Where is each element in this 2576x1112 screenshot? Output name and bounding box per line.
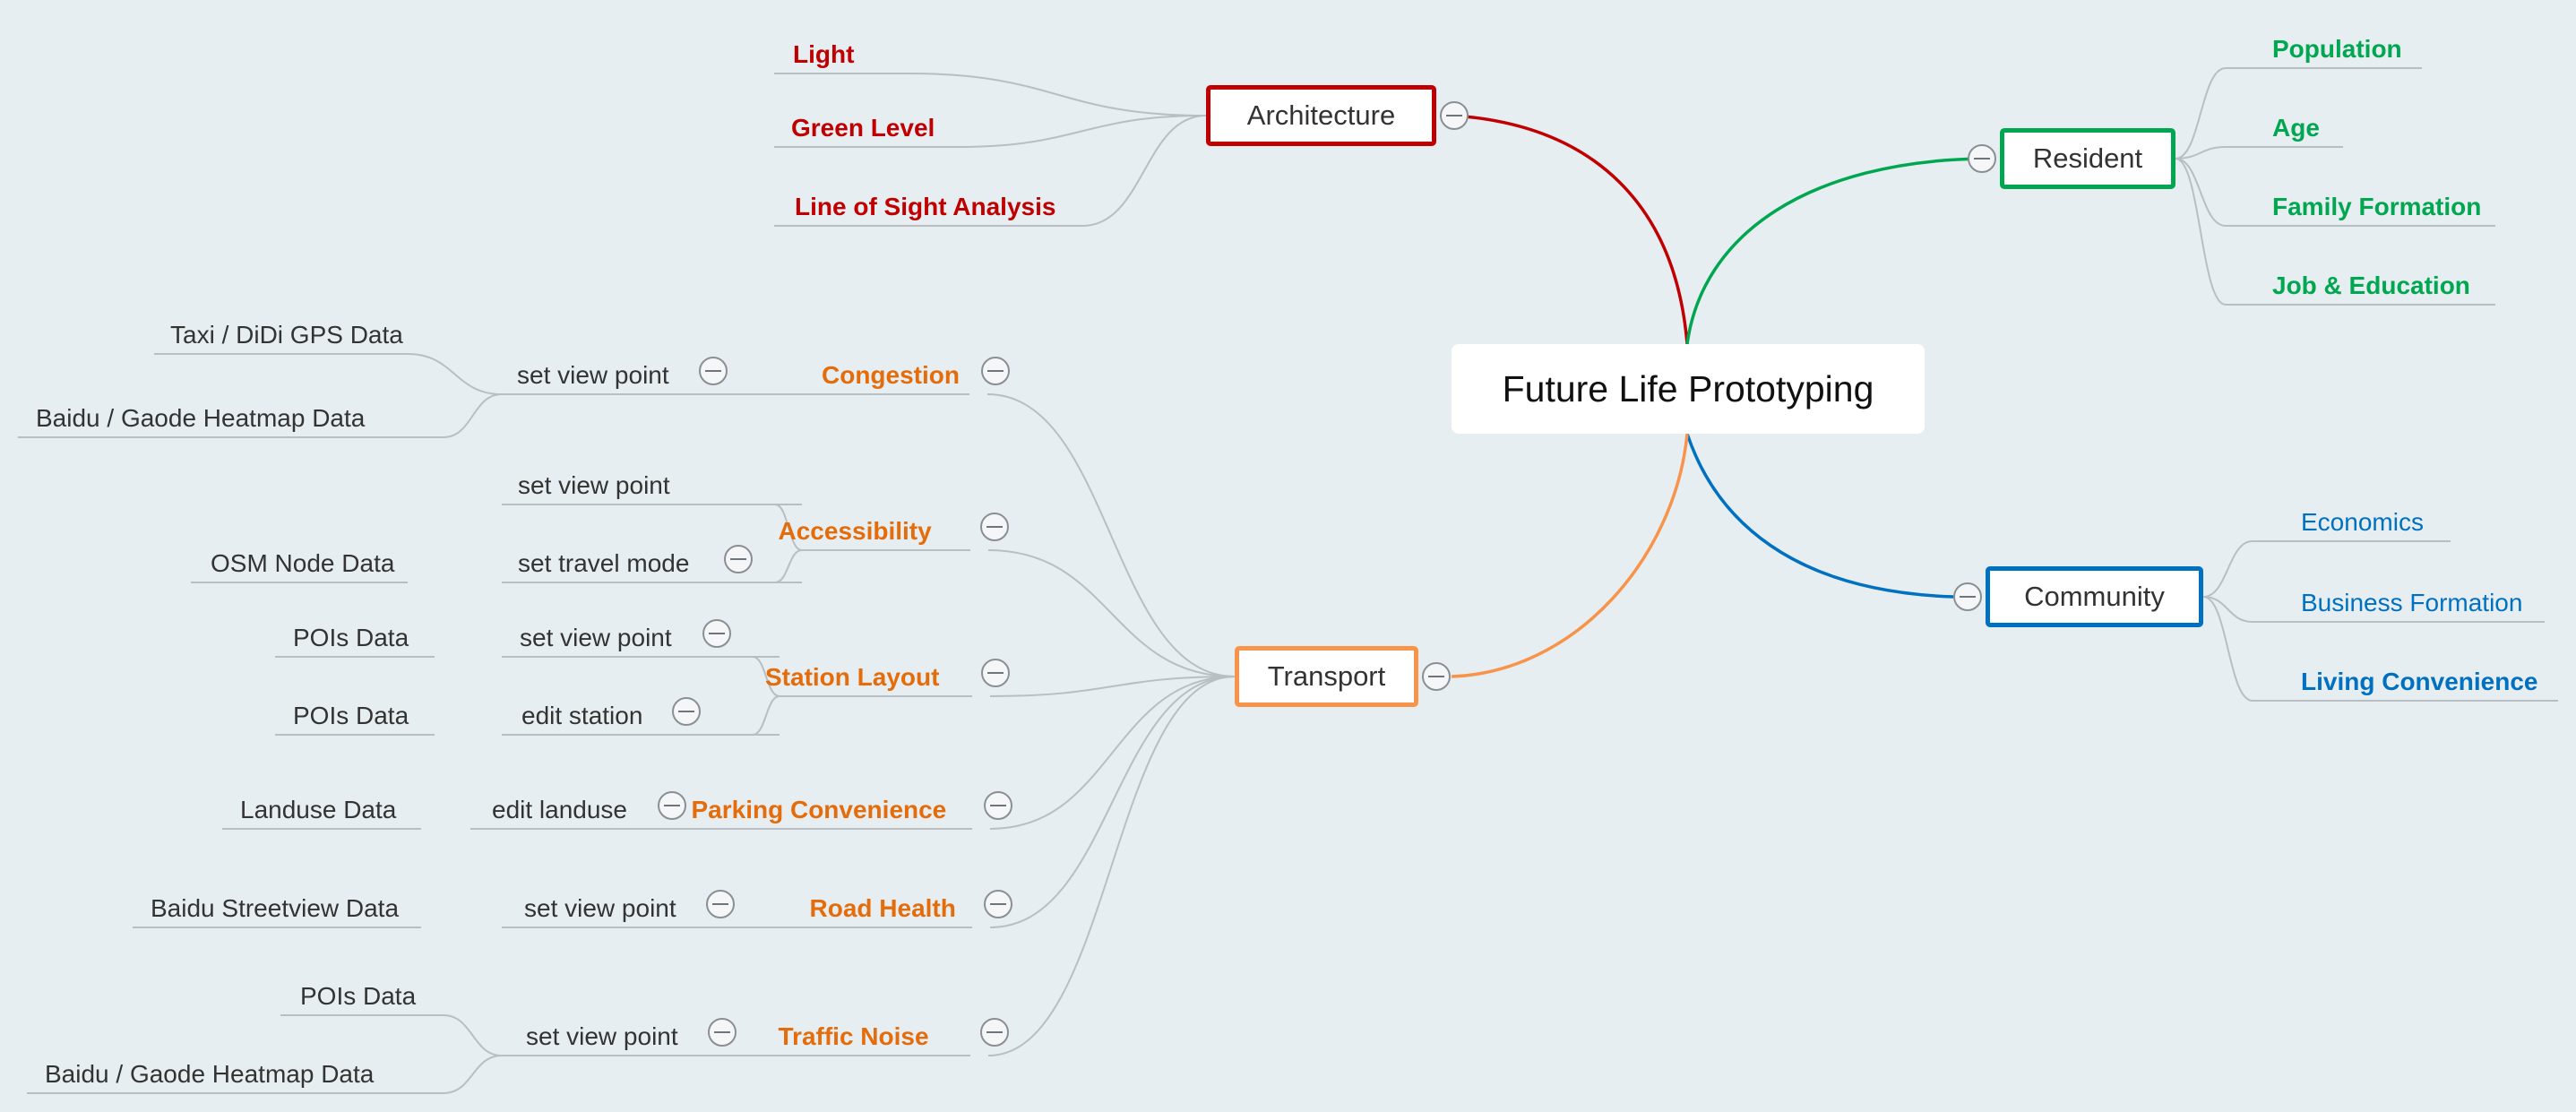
community-child-living-convenience[interactable]: Living Convenience <box>2301 668 2538 695</box>
transport-node-label: Transport <box>1267 660 1386 692</box>
transport-child-traffic-noise[interactable]: Traffic Noise <box>778 1022 929 1050</box>
data-source-osm-node-data-accessibility-action-1-data-0[interactable]: OSM Node Data <box>211 549 395 577</box>
link-arch-0 <box>908 73 1207 116</box>
link-com-2 <box>2202 596 2253 702</box>
parking-convenience-action-0-collapse-toggle[interactable] <box>658 791 686 820</box>
link-transport-parking-convenience <box>989 676 1236 830</box>
community-child-business-formation[interactable]: Business Formation <box>2301 589 2523 616</box>
link-root-transport <box>1451 433 1689 678</box>
link-root-resident <box>1685 157 1983 345</box>
transport-collapse-toggle[interactable] <box>1422 662 1451 691</box>
traffic-noise-collapse-toggle[interactable] <box>980 1018 1009 1047</box>
architecture-collapse-toggle[interactable] <box>1440 101 1469 130</box>
data-source-pois-data-traffic-noise-action-0-data-0[interactable]: POIs Data <box>300 982 417 1010</box>
transport-child-parking-convenience[interactable]: Parking Convenience <box>691 796 947 823</box>
architecture-child-light[interactable]: Light <box>793 40 855 68</box>
data-source-pois-data-station-layout-action-1-data-0[interactable]: POIs Data <box>293 702 409 729</box>
link-congestion-action-0-data-0 <box>407 353 503 395</box>
link-transport-congestion <box>986 393 1236 677</box>
data-source-taxi-didi-gps-data-congestion-action-0-data-0[interactable]: Taxi / DiDi GPS Data <box>170 321 403 349</box>
link-congestion-action-0-data-1 <box>443 393 503 438</box>
community-node-label: Community <box>2024 581 2165 612</box>
accessibility-collapse-toggle[interactable] <box>980 513 1009 541</box>
resident-child-population[interactable]: Population <box>2272 35 2402 63</box>
parking-convenience-collapse-toggle[interactable] <box>984 791 1012 820</box>
architecture-node-label: Architecture <box>1246 99 1396 131</box>
link-traffic-noise-action-0-data-0 <box>443 1014 503 1056</box>
link-res-0 <box>2175 67 2227 159</box>
transport-child-congestion[interactable]: Congestion <box>822 361 960 389</box>
architecture-node[interactable]: Architecture <box>1206 85 1436 146</box>
data-source-baidu-gaode-heatmap-data-congestion-action-0-data-1[interactable]: Baidu / Gaode Heatmap Data <box>36 404 366 432</box>
action-edit-station-station-layout-1[interactable]: edit station <box>521 702 643 729</box>
resident-node-label: Resident <box>2032 142 2143 174</box>
root-topic[interactable]: Future Life Prototyping <box>1452 344 1925 434</box>
action-set-view-point-traffic-noise-0[interactable]: set view point <box>526 1022 678 1050</box>
resident-child-family-formation[interactable]: Family Formation <box>2272 193 2482 220</box>
resident-child-job-education[interactable]: Job & Education <box>2272 272 2470 299</box>
link-res-1 <box>2175 146 2227 159</box>
transport-child-station-layout[interactable]: Station Layout <box>765 663 940 691</box>
transport-child-road-health[interactable]: Road Health <box>809 894 956 922</box>
congestion-collapse-toggle[interactable] <box>981 357 1010 385</box>
link-res-3 <box>2175 158 2227 306</box>
root-topic-label: Future Life Prototyping <box>1502 367 1874 409</box>
link-accessibility-action-1 <box>774 549 803 583</box>
accessibility-action-1-collapse-toggle[interactable] <box>724 545 753 573</box>
action-edit-landuse-parking-convenience-0[interactable]: edit landuse <box>492 796 628 823</box>
resident-node[interactable]: Resident <box>2000 128 2175 189</box>
link-traffic-noise-action-0-data-1 <box>443 1055 503 1094</box>
link-transport-traffic-noise <box>987 676 1236 1056</box>
link-root-architecture <box>1453 114 1689 345</box>
architecture-child-green-level[interactable]: Green Level <box>791 114 935 142</box>
station-layout-action-0-collapse-toggle[interactable] <box>702 619 731 648</box>
community-child-economics[interactable]: Economics <box>2301 508 2424 536</box>
action-set-view-point-accessibility-0[interactable]: set view point <box>518 471 670 499</box>
data-source-landuse-data-parking-convenience-action-0-data-0[interactable]: Landuse Data <box>240 796 397 823</box>
resident-collapse-toggle[interactable] <box>1968 144 1996 173</box>
community-collapse-toggle[interactable] <box>1953 582 1982 611</box>
link-transport-accessibility <box>987 549 1236 677</box>
transport-child-accessibility[interactable]: Accessibility <box>778 517 932 545</box>
link-com-1 <box>2202 596 2253 623</box>
data-source-baidu-streetview-data-road-health-action-0-data-0[interactable]: Baidu Streetview Data <box>151 894 400 922</box>
link-com-0 <box>2202 540 2253 598</box>
link-arch-2 <box>1081 115 1207 227</box>
link-res-2 <box>2175 158 2227 227</box>
resident-child-age[interactable]: Age <box>2272 114 2320 142</box>
road-health-action-0-collapse-toggle[interactable] <box>706 890 735 918</box>
link-station-layout-action-1 <box>752 695 780 736</box>
link-accessibility-action-0 <box>774 504 803 551</box>
data-source-pois-data-station-layout-action-0-data-0[interactable]: POIs Data <box>293 624 409 651</box>
congestion-action-0-collapse-toggle[interactable] <box>699 357 728 385</box>
station-layout-collapse-toggle[interactable] <box>981 659 1010 687</box>
community-node[interactable]: Community <box>1986 566 2203 627</box>
data-source-baidu-gaode-heatmap-data-traffic-noise-action-0-data-1[interactable]: Baidu / Gaode Heatmap Data <box>45 1060 375 1088</box>
action-set-travel-mode-accessibility-1[interactable]: set travel mode <box>518 549 690 577</box>
link-transport-road-health <box>989 676 1236 928</box>
link-arch-1 <box>956 115 1207 148</box>
link-transport-station-layout <box>989 676 1236 697</box>
traffic-noise-action-0-collapse-toggle[interactable] <box>708 1018 737 1047</box>
road-health-collapse-toggle[interactable] <box>984 890 1012 918</box>
action-set-view-point-congestion-0[interactable]: set view point <box>517 361 669 389</box>
action-set-view-point-station-layout-0[interactable]: set view point <box>520 624 672 651</box>
transport-node[interactable]: Transport <box>1235 646 1418 707</box>
link-station-layout-action-0 <box>752 656 780 697</box>
link-root-community <box>1685 433 1954 599</box>
action-set-view-point-road-health-0[interactable]: set view point <box>524 894 676 922</box>
station-layout-action-1-collapse-toggle[interactable] <box>672 697 701 726</box>
architecture-child-line-of-sight-analysis[interactable]: Line of Sight Analysis <box>795 193 1056 220</box>
